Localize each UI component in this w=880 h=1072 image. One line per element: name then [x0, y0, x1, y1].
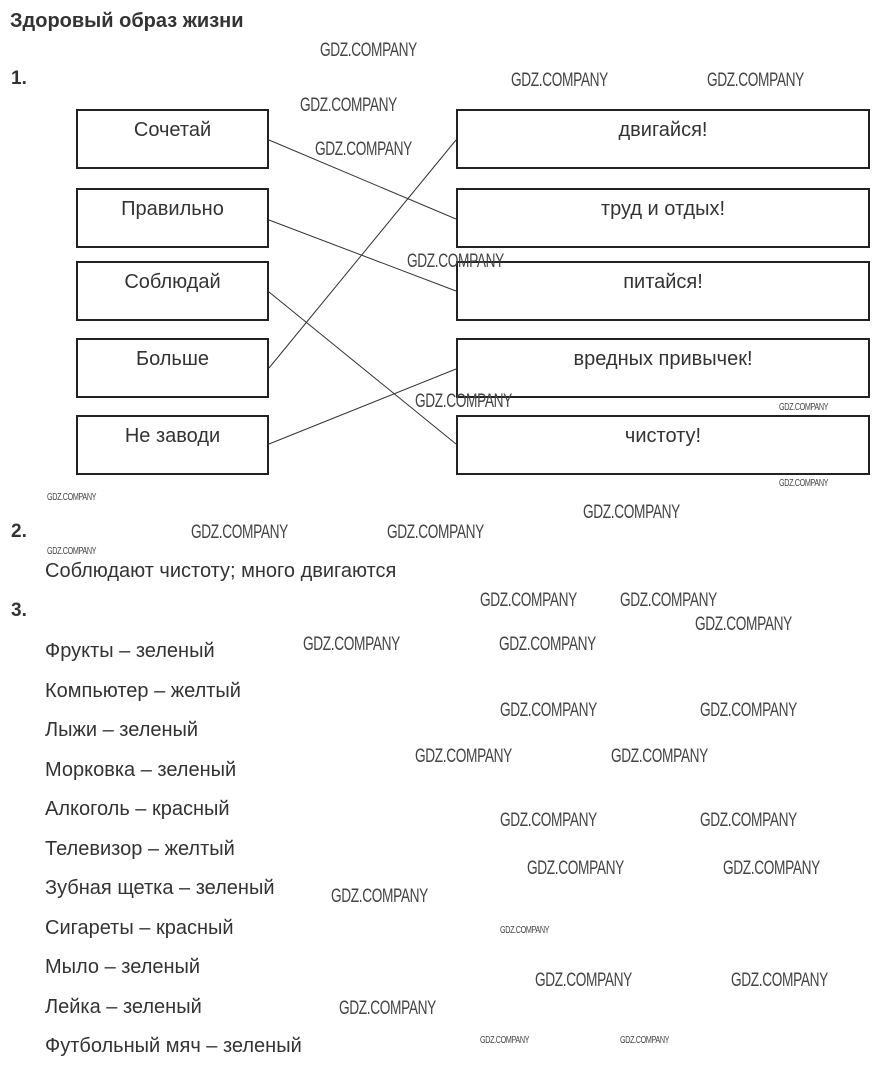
left-box-1: Сочетай	[76, 109, 269, 169]
list-item: Телевизор – желтый	[45, 837, 235, 860]
watermark: GDZ.COMPANY	[191, 522, 288, 543]
left-box-5: Не заводи	[76, 415, 269, 475]
left-box-2: Правильно	[76, 188, 269, 248]
left-box-3: Соблюдай	[76, 261, 269, 321]
list-item: Морковка – зеленый	[45, 758, 237, 781]
left-box-4: Больше	[76, 338, 269, 398]
watermark: GDZ.COMPANY	[700, 700, 797, 721]
watermark: GDZ.COMPANY	[700, 810, 797, 831]
watermark: GDZ.COMPANY	[723, 858, 820, 879]
list-item: Алкоголь – красный	[45, 798, 230, 820]
right-box-5: чистоту!	[456, 415, 870, 475]
match-line	[268, 368, 457, 445]
watermark: GDZ.COMPANY	[415, 746, 512, 767]
list-item: Сигареты – красный	[45, 916, 234, 939]
watermark: GDZ.COMPANY	[331, 886, 428, 907]
watermark: GDZ.COMPANY	[611, 746, 708, 767]
right-box-1: двигайся!	[456, 109, 870, 169]
matching-lines	[268, 139, 457, 445]
page-title: Здоровый образ жизни	[10, 10, 244, 32]
list-item: Мыло – зеленый	[45, 956, 201, 978]
section-3-number: 3.	[11, 600, 27, 621]
watermark: GDZ.COMPANY	[583, 502, 680, 523]
color-list: Фрукты – зеленый Компьютер – желтый Лыжи…	[45, 637, 302, 1072]
watermark: GDZ.COMPANY	[387, 522, 484, 543]
watermark: GDZ.COMPANY	[535, 970, 632, 991]
right-box-2: труд и отдых!	[456, 188, 870, 248]
watermark: GDZ.COMPANY	[695, 614, 792, 635]
watermark: GDZ.COMPANY	[731, 970, 828, 991]
right-box-4: вредных привычек!	[456, 338, 870, 398]
list-item: Футбольный мяч – зеленый	[45, 1035, 302, 1057]
match-line	[268, 291, 457, 445]
match-line	[268, 139, 457, 220]
watermark: GDZ.COMPANY	[499, 634, 596, 655]
watermark: GDZ.COMPANY	[47, 546, 97, 557]
watermark: GDZ.COMPANY	[480, 590, 577, 611]
watermark: GDZ.COMPANY	[339, 998, 436, 1019]
list-item: Компьютер – желтый	[45, 679, 241, 702]
watermark: GDZ.COMPANY	[500, 700, 597, 721]
section-2-answer: Соблюдают чистоту; много двигаются	[45, 560, 397, 582]
watermark: GDZ.COMPANY	[527, 858, 624, 879]
match-line	[268, 219, 457, 292]
section-1-number: 1.	[11, 68, 27, 89]
list-item: Фрукты – зеленый	[45, 640, 215, 662]
list-item: Зубная щетка – зеленый	[45, 877, 275, 899]
list-item: Лыжи – зеленый	[45, 719, 199, 741]
match-line	[268, 139, 457, 369]
watermark: GDZ.COMPANY	[500, 925, 550, 936]
watermark: GDZ.COMPANY	[620, 590, 717, 611]
list-item: Лейка – зеленый	[45, 995, 202, 1018]
watermark: GDZ.COMPANY	[480, 1035, 530, 1046]
watermark: GDZ.COMPANY	[303, 634, 400, 655]
right-box-3: питайся!	[456, 261, 870, 321]
watermark: GDZ.COMPANY	[500, 810, 597, 831]
watermark: GDZ.COMPANY	[620, 1035, 670, 1046]
section-2-number: 2.	[11, 521, 27, 542]
